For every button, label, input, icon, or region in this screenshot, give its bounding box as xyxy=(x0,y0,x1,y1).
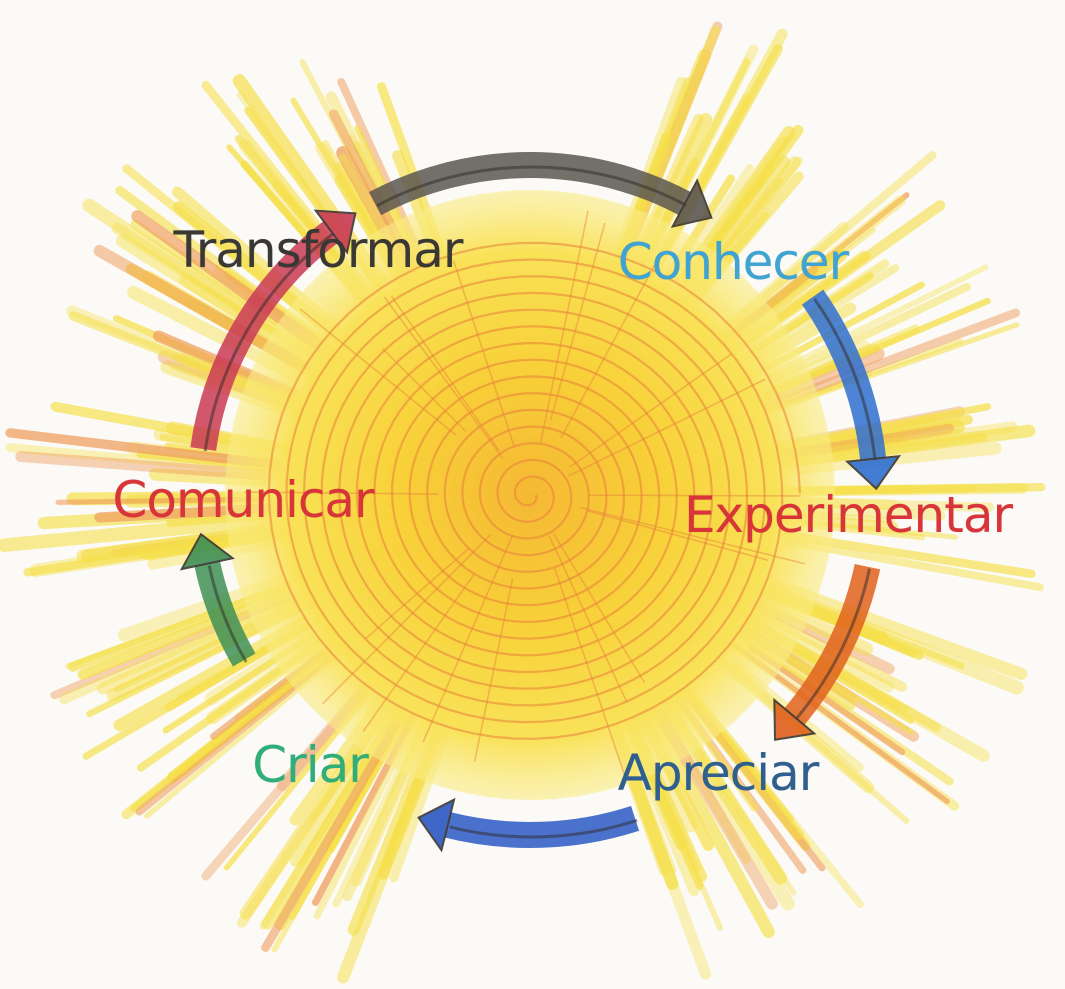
step-apreciar: Apreciar xyxy=(618,748,819,798)
step-transformar: Transformar xyxy=(174,225,463,275)
step-conhecer: Conhecer xyxy=(618,237,848,287)
step-comunicar: Comunicar xyxy=(112,475,373,525)
arrowhead xyxy=(847,456,899,489)
step-criar: Criar xyxy=(252,740,368,790)
arrow-apreciar-to-criar xyxy=(419,800,637,850)
arrowhead xyxy=(419,800,454,850)
step-experimentar: Experimentar xyxy=(684,490,1012,540)
